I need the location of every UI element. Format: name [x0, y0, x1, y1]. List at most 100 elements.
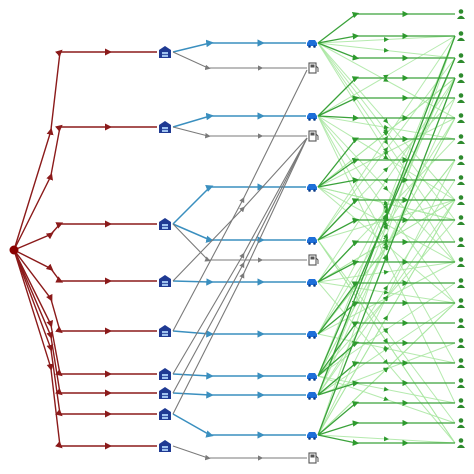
fuel-pump-icon	[308, 62, 319, 74]
car-icon	[307, 237, 317, 245]
source-to-warehouse-edge	[13, 249, 157, 450]
person-icon	[457, 53, 465, 63]
hub-to-customer-edge	[317, 77, 456, 436]
hub-to-customer-edge	[317, 156, 455, 188]
person-icon	[457, 398, 465, 408]
warehouse-to-hub-edge	[172, 112, 306, 128]
person-icon	[457, 237, 465, 247]
hub-to-customer-edge	[317, 279, 455, 335]
fuel-pump-icon	[308, 254, 319, 266]
car-icon	[307, 331, 317, 339]
person-icon	[457, 93, 465, 103]
warehouse-icon	[159, 408, 171, 420]
person-icon	[457, 9, 465, 19]
person-icon	[457, 358, 465, 368]
network-nodes	[9, 9, 465, 464]
person-icon	[457, 438, 465, 448]
person-icon	[457, 338, 465, 348]
hub-to-customer-light-edge	[317, 302, 456, 396]
hub-to-customer-edge	[317, 419, 455, 436]
hub-to-customer-edge	[317, 10, 455, 44]
hub-to-customer-edge	[317, 216, 455, 241]
warehouse-to-hub-edge	[172, 183, 306, 225]
hub-to-customer-edge	[317, 42, 455, 62]
hub-to-customer-edge	[317, 258, 455, 283]
warehouse-icon	[159, 121, 171, 133]
person-icon	[457, 257, 465, 267]
hub-to-customer-edge	[317, 74, 455, 117]
hub-to-customer-light-edge	[317, 57, 456, 241]
source-to-warehouse-edge	[13, 249, 157, 285]
person-icon	[457, 298, 465, 308]
hub-to-customer-light-edge	[317, 239, 456, 424]
warehouse-to-hub-edge	[172, 223, 306, 244]
hub-to-customer-light-edge	[317, 179, 456, 396]
red-dot-icon	[9, 245, 19, 255]
hub-to-customer-light-edge	[317, 375, 456, 404]
car-icon	[307, 279, 317, 287]
person-icon	[457, 155, 465, 165]
warehouse-icon	[159, 218, 171, 230]
hub-to-customer-light-edge	[317, 115, 456, 140]
warehouse-to-hub-edge	[172, 39, 306, 53]
fuel-pump-icon	[308, 452, 319, 464]
warehouse-to-pump-edge	[172, 137, 308, 394]
warehouse-to-pump-edge	[172, 51, 307, 71]
hub-to-customer-light-edge	[317, 282, 456, 377]
hub-to-customer-edge	[317, 176, 455, 188]
person-icon	[457, 318, 465, 328]
person-icon	[457, 418, 465, 428]
person-icon	[457, 73, 465, 83]
hub-to-customer-edge	[317, 299, 455, 335]
warehouse-icon	[159, 325, 171, 337]
source-to-warehouse-edge	[13, 220, 157, 251]
warehouse-to-pump-edge	[172, 445, 307, 461]
hub-to-customer-light-edge	[317, 199, 456, 436]
hub-to-customer-light-edge	[317, 281, 456, 304]
warehouse-to-hub-edge	[172, 372, 306, 380]
hub-to-customer-edge	[317, 238, 455, 283]
warehouse-icon	[159, 440, 171, 452]
person-icon	[457, 31, 465, 41]
warehouse-to-hub-edge	[172, 391, 306, 399]
source-to-warehouse-edge	[13, 249, 157, 378]
hub-to-customer-light-edge	[317, 35, 456, 436]
source-to-warehouse-edge	[13, 249, 157, 418]
warehouse-to-hub-edge	[172, 278, 306, 286]
car-icon	[307, 373, 317, 381]
warehouse-to-hub-edge	[172, 330, 306, 338]
hub-to-customer-light-edge	[317, 42, 456, 59]
warehouse-to-pump-edge	[172, 137, 308, 282]
warehouse-icon	[159, 368, 171, 380]
person-icon	[457, 134, 465, 144]
hub-to-customer-edge	[317, 135, 455, 188]
hub-to-customer-light-edge	[317, 159, 456, 436]
car-icon	[307, 184, 317, 192]
warehouse-icon	[159, 275, 171, 287]
warehouse-to-pump-edge	[172, 69, 308, 332]
hub-to-customer-edge	[317, 319, 455, 377]
warehouse-to-pump-edge	[172, 223, 307, 263]
hub-to-customer-edge	[317, 196, 455, 241]
hub-to-customer-edge	[317, 434, 455, 447]
car-icon	[307, 432, 317, 440]
hub-to-customer-edge	[317, 359, 455, 396]
hub-to-customer-light-edge	[317, 97, 456, 396]
person-icon	[457, 195, 465, 205]
hub-to-customer-light-edge	[317, 375, 456, 424]
car-icon	[307, 40, 317, 48]
flow-edges	[13, 10, 456, 461]
warehouse-icon	[159, 46, 171, 58]
warehouse-to-hub-edge	[172, 413, 306, 439]
hub-to-customer-edge	[317, 379, 455, 396]
source-to-warehouse-edge	[13, 249, 157, 397]
warehouse-to-pump-edge	[172, 137, 308, 415]
hub-to-customer-edge	[317, 114, 455, 122]
source-to-warehouse-edge	[13, 48, 157, 251]
hub-to-customer-edge	[317, 35, 456, 396]
hub-to-customer-light-edge	[317, 115, 456, 263]
person-icon	[457, 175, 465, 185]
hub-to-customer-light-edge	[317, 42, 456, 201]
hub-to-customer-edge	[317, 339, 455, 377]
